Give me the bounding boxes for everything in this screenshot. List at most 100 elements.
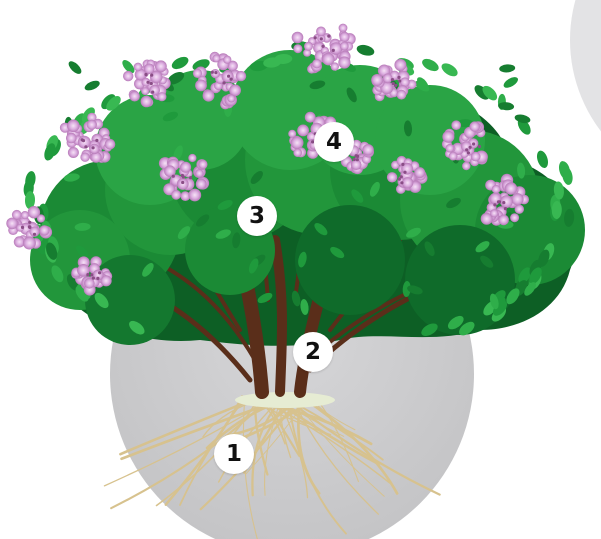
floret [402,177,413,188]
floret-center [314,36,317,39]
floret-center [151,91,154,94]
floret [23,237,36,250]
floret [196,179,207,190]
floret [203,90,215,102]
floret-center [84,145,87,148]
floret [227,95,235,103]
floret [78,136,91,149]
floret [312,59,321,68]
floret-center [214,71,217,74]
floret [195,80,207,92]
floret [68,147,79,158]
floret-center [189,176,192,179]
leaf [66,59,83,76]
floret-center [469,146,472,149]
floret [462,162,470,170]
floret-center [356,158,359,161]
floret-center [227,75,230,78]
floret [89,144,99,154]
floret [134,63,143,72]
leaf [420,56,441,73]
floret [123,71,133,81]
floret [510,213,519,222]
floret [293,44,302,53]
floret [316,27,326,37]
floret [198,160,207,169]
floret-center [146,81,149,84]
floret [340,42,349,51]
floret [129,91,140,102]
floret [331,62,339,70]
floret-center [327,35,330,38]
floret-center [98,271,101,274]
floret [21,211,29,219]
floret [394,59,406,71]
marker-4: 4 [314,122,354,162]
corner-background-circle [570,0,601,190]
floret [304,42,313,51]
floret-center [182,175,185,178]
floret-center [95,139,98,142]
floret [105,139,116,150]
marker-2: 2 [293,332,333,372]
floret-center [28,221,31,224]
floret [223,56,231,64]
floret-center [144,73,147,76]
leaf [535,149,550,169]
floret [492,185,501,194]
root-crown [235,392,335,408]
floret [193,69,202,78]
floret [229,84,241,96]
floret [446,144,455,153]
floret [338,56,350,68]
floret-center [82,139,85,142]
leaf [439,61,460,79]
leaf [502,75,520,90]
floret [470,121,480,131]
floret-center [467,151,470,154]
floret-center [28,226,31,229]
floret [383,73,393,83]
floret-center [172,175,175,178]
floret-center [504,207,507,210]
floret [141,96,153,108]
floret-center [230,78,233,81]
marker-3: 3 [237,196,277,236]
floret [515,205,524,214]
floret-center [472,142,475,145]
floret [87,120,97,130]
floret-center [92,146,95,149]
floret-center [181,181,184,184]
floret-center [86,273,89,276]
floret [351,159,362,170]
floret-center [391,78,394,81]
floret [500,195,513,208]
floret-center [150,82,153,85]
floret-center [150,74,153,77]
leaf [514,113,531,124]
floret [188,154,196,162]
floret [387,172,397,182]
foliage-blob [295,205,405,315]
floret-center [478,145,481,148]
floret [371,74,383,86]
floret [339,32,349,42]
floret-center [398,79,401,82]
floret [449,152,458,161]
floret [67,120,80,133]
floret-center [92,277,95,280]
floret [471,152,481,162]
floret [498,215,509,226]
floret [28,206,40,218]
floret-center [502,201,505,204]
floret-center [355,155,358,158]
floret-center [320,37,323,40]
leaf [499,64,516,73]
floret-center [497,200,500,203]
leaf [170,54,191,71]
floret [442,131,454,143]
floret-center [397,76,400,79]
floret-center [21,226,24,229]
floret-center [90,273,93,276]
